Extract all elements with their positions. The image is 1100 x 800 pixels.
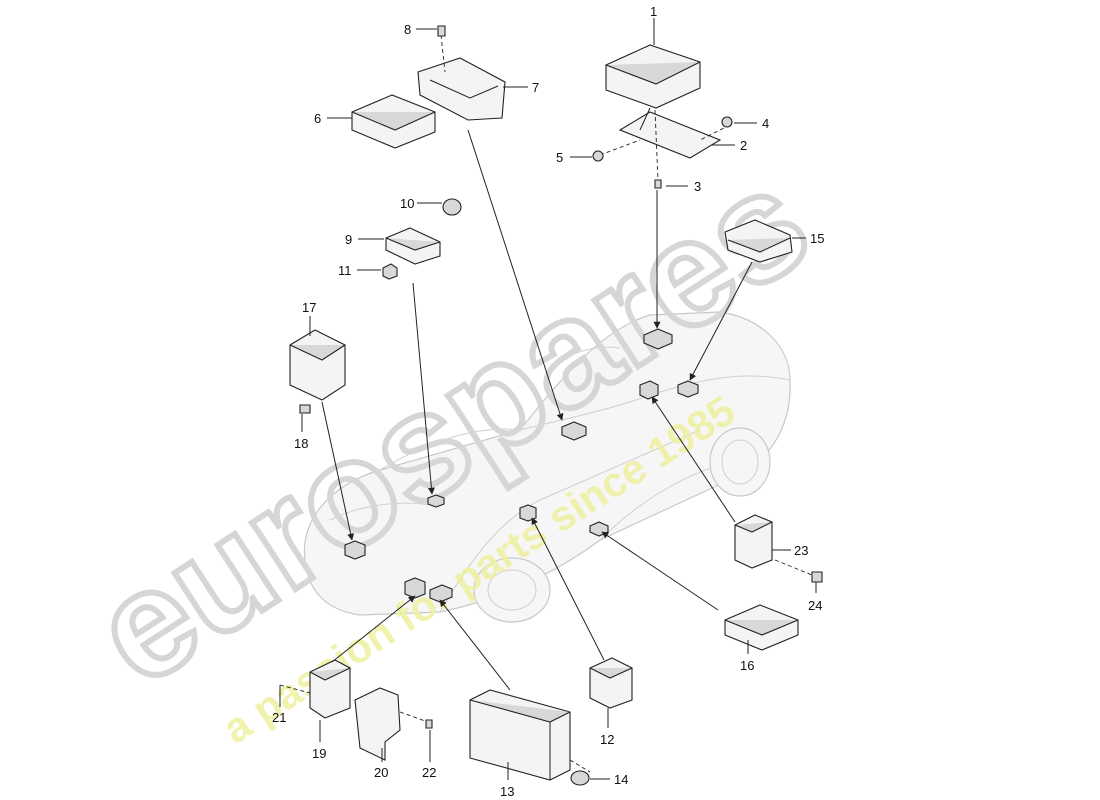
callout-12: 12 <box>600 732 614 747</box>
callout-19: 19 <box>312 746 326 761</box>
callout-labels: 1 2 3 4 5 6 7 8 9 10 11 12 13 14 15 16 1… <box>272 4 824 799</box>
module-9 <box>382 198 462 280</box>
leader-arrows <box>321 129 753 691</box>
callout-24: 24 <box>808 598 822 613</box>
callout-1: 1 <box>650 4 657 19</box>
callout-5: 5 <box>556 150 563 165</box>
callout-13: 13 <box>500 784 514 799</box>
car-outline <box>303 311 791 623</box>
callout-leaders <box>279 18 817 780</box>
callout-3: 3 <box>694 179 701 194</box>
module-1 <box>592 44 733 189</box>
callout-6: 6 <box>314 111 321 126</box>
callout-15: 15 <box>810 231 824 246</box>
callout-17: 17 <box>302 300 316 315</box>
module-17 <box>289 329 346 414</box>
module-19 <box>279 659 433 761</box>
callout-23: 23 <box>794 543 808 558</box>
module-6 <box>351 25 506 149</box>
callout-16: 16 <box>740 658 754 673</box>
module-12 <box>589 657 633 709</box>
module-15 <box>724 219 793 263</box>
callout-22: 22 <box>422 765 436 780</box>
callout-14: 14 <box>614 772 628 787</box>
module-13 <box>469 689 591 786</box>
module-16 <box>724 604 799 651</box>
callout-2: 2 <box>740 138 747 153</box>
callout-11: 11 <box>338 263 352 278</box>
callout-20: 20 <box>374 765 388 780</box>
callout-7: 7 <box>532 80 539 95</box>
module-23 <box>734 514 823 583</box>
callout-21: 21 <box>272 710 286 725</box>
callout-8: 8 <box>404 22 411 37</box>
callout-10: 10 <box>400 196 414 211</box>
callout-18: 18 <box>294 436 308 451</box>
callout-9: 9 <box>345 232 352 247</box>
callout-4: 4 <box>762 116 769 131</box>
